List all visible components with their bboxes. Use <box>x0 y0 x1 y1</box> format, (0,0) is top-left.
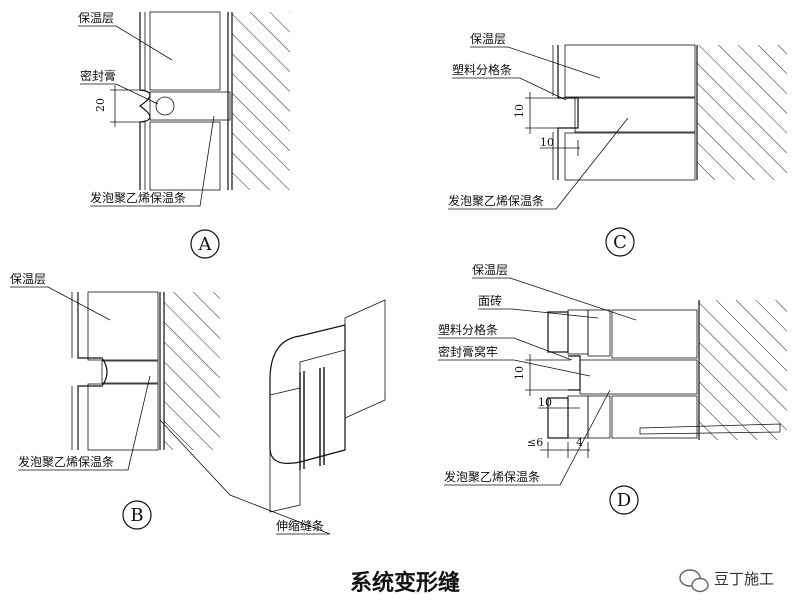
wechat-icon <box>679 569 709 593</box>
foam-strip <box>149 91 231 121</box>
label-plastic-divider: 塑料分格条 <box>438 322 498 337</box>
foam-strip <box>101 360 159 384</box>
dim-label: 10 <box>540 136 554 149</box>
label-insulation-layer: 保温层 <box>78 11 114 25</box>
tile-upper <box>547 311 569 353</box>
insulation-block-upper <box>87 291 159 361</box>
detail-marker-a <box>190 229 220 259</box>
label-plastic-divider: 塑料分格条 <box>452 62 512 77</box>
svg-text:B: B <box>130 505 143 526</box>
label-expansion-strip: 伸缩缝条 <box>276 518 324 533</box>
panel-c: 10 10 保温层 塑料分格条 发泡聚乙烯保温条 C <box>448 32 787 257</box>
dim-label: 4 <box>576 436 583 449</box>
panel-b: 保温层 发泡聚乙烯保温条 B 伸缩缝条 <box>10 272 386 535</box>
figure-title: 系统变形缝 <box>350 570 460 596</box>
watermark: 豆丁施工 <box>679 569 774 593</box>
svg-text:A: A <box>198 234 213 255</box>
base-wall <box>697 45 787 180</box>
insulation-block-lower <box>564 132 696 181</box>
label-insulation-layer: 保温层 <box>470 32 506 46</box>
insulation-block-lower <box>149 121 221 191</box>
label-sealant-secured: 密封膏窝牢 <box>438 344 498 359</box>
dim-label: 10 <box>513 366 526 380</box>
panel-a: 20 保温层 密封膏 发泡聚乙烯保温条 A <box>78 11 290 259</box>
svg-text:C: C <box>613 232 627 253</box>
insulation-block-lower <box>611 395 698 439</box>
insulation-block-upper <box>611 309 698 359</box>
base-wall <box>232 12 290 190</box>
detail-marker-b <box>122 500 152 530</box>
panel-d: 10 10 ≤6 4 保温层 面砖 塑料分格条 密封膏窝牢 发泡聚乙烯保温条 D <box>438 263 787 515</box>
label-foam-strip: 发泡聚乙烯保温条 <box>444 469 540 484</box>
render-layer <box>138 12 151 190</box>
plastic-divider <box>568 355 581 391</box>
expansion-strip-section <box>77 292 108 450</box>
label-insulation-layer: 保温层 <box>472 263 508 277</box>
plastic-divider <box>557 45 579 180</box>
label-tile: 面砖 <box>478 293 502 308</box>
label-foam-strip: 发泡聚乙烯保温条 <box>448 193 544 208</box>
dim-label: 10 <box>538 396 552 409</box>
dim-label: ≤6 <box>527 436 543 449</box>
anchor-bar <box>639 423 781 435</box>
base-wall <box>164 292 220 450</box>
label-sealant: 密封膏 <box>80 68 116 83</box>
foam-strip <box>579 359 698 395</box>
insulation-block-upper <box>564 44 696 98</box>
sealant-rod <box>155 96 175 116</box>
label-foam-strip: 发泡聚乙烯保温条 <box>90 190 186 205</box>
detail-marker-d <box>609 485 639 515</box>
label-insulation-layer: 保温层 <box>10 272 46 286</box>
base-wall <box>699 300 787 440</box>
detail-marker-c <box>605 227 635 257</box>
insulation-block-upper <box>149 11 221 91</box>
dim-label: 10 <box>513 104 526 118</box>
foam-strip <box>574 97 696 133</box>
insulation-block-lower <box>87 383 159 451</box>
svg-text:D: D <box>617 490 631 511</box>
dim-label: 20 <box>94 98 107 112</box>
watermark-text: 豆丁施工 <box>714 570 774 588</box>
expansion-strip-3d <box>269 299 386 513</box>
label-foam-strip: 发泡聚乙烯保温条 <box>18 454 114 469</box>
